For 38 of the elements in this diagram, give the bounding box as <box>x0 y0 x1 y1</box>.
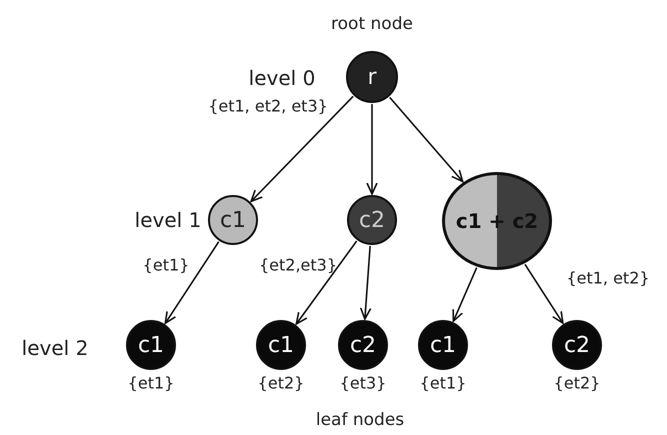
event-type-set: {et1} <box>142 256 190 274</box>
arrow <box>452 267 478 322</box>
event-type-set: {et1, et2} <box>566 268 650 288</box>
arrow <box>360 246 372 320</box>
level-label: level 0 <box>248 66 316 90</box>
event-type-set: {et1} <box>128 374 174 392</box>
node-label: c1 <box>268 332 294 358</box>
arrow <box>389 96 464 182</box>
node-label: c1 <box>430 332 456 358</box>
node-label: c1 <box>138 332 164 358</box>
event-type-set: {et2,et3} <box>258 256 338 274</box>
node-label: c2 <box>564 332 590 358</box>
event-type-set: {et2} <box>258 374 304 392</box>
tree-node-circle <box>418 320 468 370</box>
arrow <box>164 241 220 324</box>
level-label: level 2 <box>22 336 88 360</box>
tree-node-circle <box>126 320 176 370</box>
tree-node-circle <box>552 320 602 370</box>
event-type-set: {et1, et2, et3} <box>208 96 328 116</box>
event-type-set: {et2} <box>554 374 600 392</box>
arrow <box>250 96 354 202</box>
annotation-text: leaf nodes <box>316 410 404 430</box>
event-type-set: {et1} <box>420 374 466 392</box>
event-type-set: {et3} <box>340 374 386 392</box>
level-label: level 1 <box>134 208 202 232</box>
tree-node-circle <box>256 320 306 370</box>
arrow <box>296 240 358 325</box>
tree-node-circle <box>347 195 397 245</box>
arrow <box>524 264 564 324</box>
arrow <box>366 104 378 195</box>
root-node-circle <box>346 51 398 103</box>
node-label: c2 <box>358 208 386 232</box>
node-label: c2 <box>350 332 376 358</box>
tree-node-circle <box>338 320 388 370</box>
node-label: r <box>367 64 377 90</box>
annotation-text: root node <box>331 14 413 34</box>
node-label: c1 <box>220 208 246 232</box>
tree-node-circle <box>208 195 258 245</box>
